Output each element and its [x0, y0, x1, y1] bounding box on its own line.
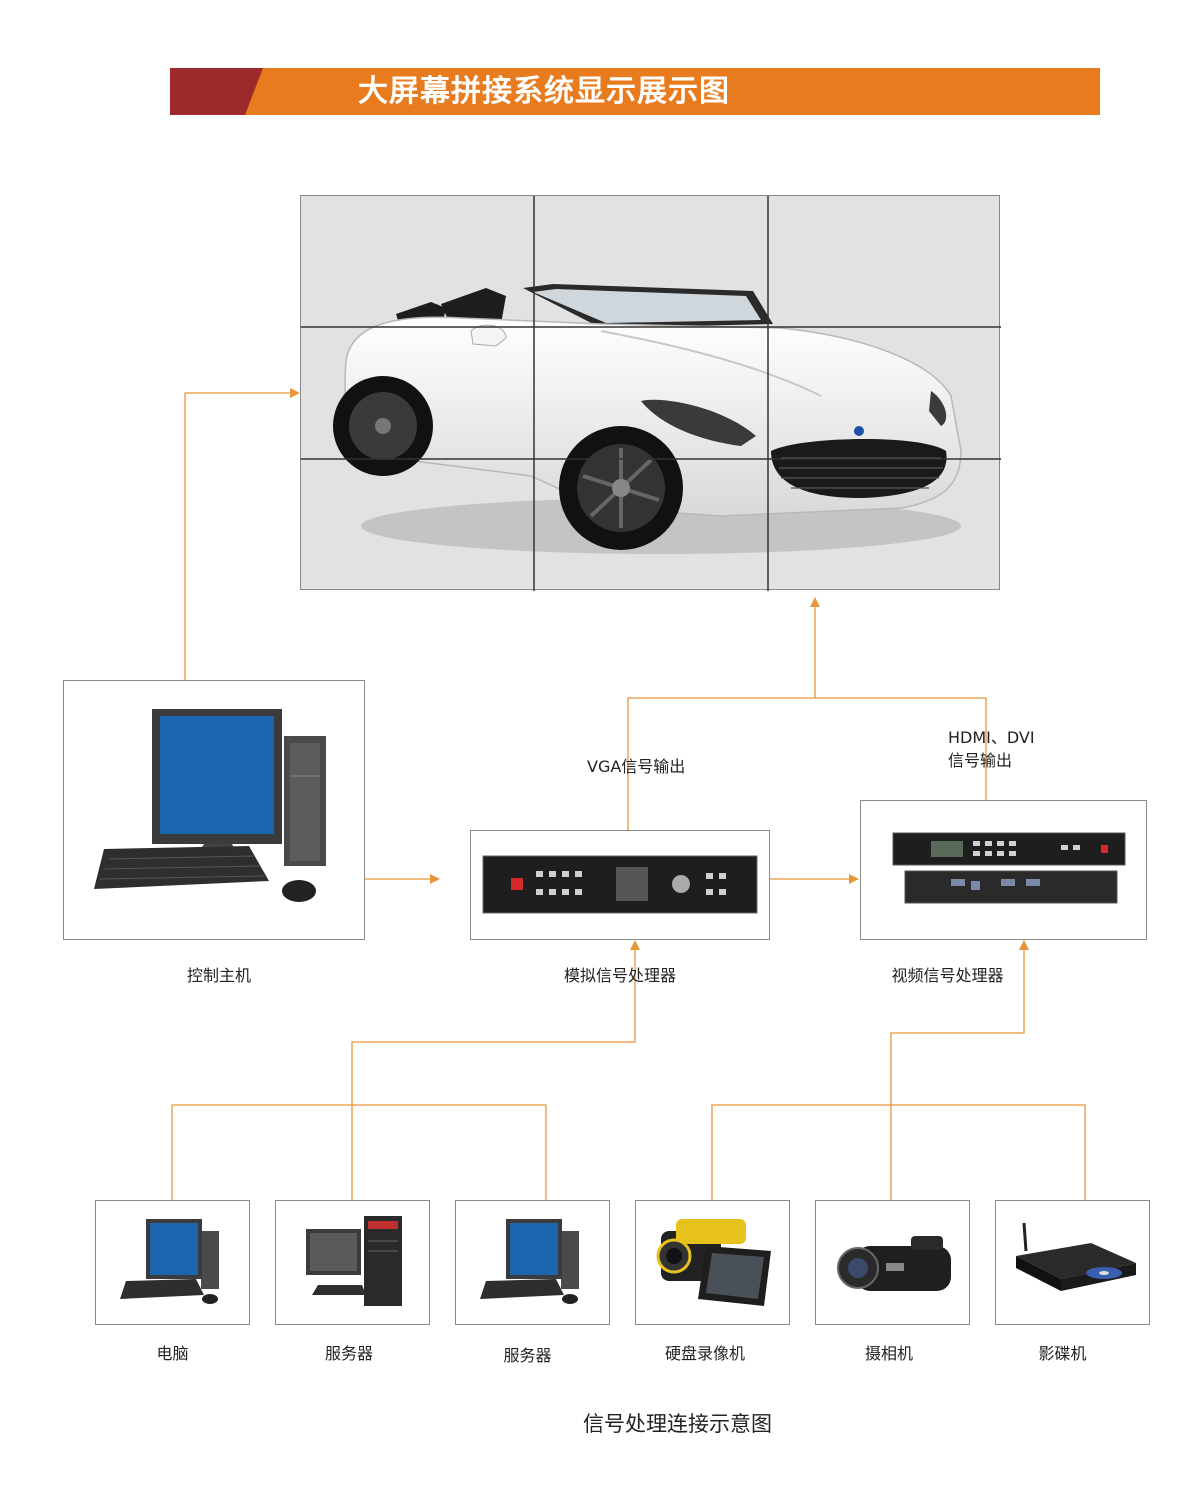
- video-processor-label: 视频信号处理器: [891, 966, 1004, 985]
- banner-bar: [245, 68, 1100, 115]
- source-label-computer: 电脑: [156, 1344, 189, 1363]
- car-image: [301, 196, 1001, 591]
- page-title: 大屏幕拼接系统显示展示图: [358, 74, 730, 109]
- diagram-caption: 信号处理连接示意图: [583, 1412, 772, 1436]
- computer-icon: [120, 1219, 219, 1304]
- dvd-player-icon: [1016, 1222, 1136, 1291]
- video-wall: [300, 195, 1001, 591]
- analog-processor-box: [470, 830, 770, 940]
- source-label-dvd: 影碟机: [1038, 1344, 1087, 1363]
- source-label-server-2: 服务器: [503, 1346, 552, 1365]
- video-camera-icon: [837, 1236, 951, 1291]
- source-label-dvr: 硬盘录像机: [664, 1344, 745, 1363]
- signal-output-label: 信号输出: [948, 751, 1013, 770]
- title-banner: 大屏幕拼接系统显示展示图: [170, 68, 1100, 115]
- source-box-server-2: [455, 1200, 610, 1325]
- source-box-computer: [95, 1200, 250, 1325]
- analog-processor-icon: [482, 855, 758, 914]
- source-box-server-1: [275, 1200, 430, 1325]
- desktop-computer-icon: [94, 709, 326, 902]
- video-processor-icon: [892, 832, 1126, 904]
- video-processor-box: [860, 800, 1147, 940]
- source-box-dvr: [635, 1200, 790, 1325]
- server-icon: [306, 1216, 402, 1306]
- server-computer-icon: [480, 1219, 579, 1304]
- source-box-camera: [815, 1200, 970, 1325]
- analog-processor-label: 模拟信号处理器: [563, 966, 676, 985]
- control-host-box: [63, 680, 365, 940]
- source-box-dvd: [995, 1200, 1150, 1325]
- vga-output-label: VGA信号输出: [587, 757, 686, 776]
- hdd-camcorder-icon: [656, 1219, 771, 1306]
- hdmi-dvi-label: HDMI、DVI: [948, 728, 1035, 747]
- control-host-label: 控制主机: [186, 966, 251, 985]
- source-label-camera: 摄相机: [864, 1344, 913, 1363]
- source-label-server-1: 服务器: [324, 1344, 373, 1363]
